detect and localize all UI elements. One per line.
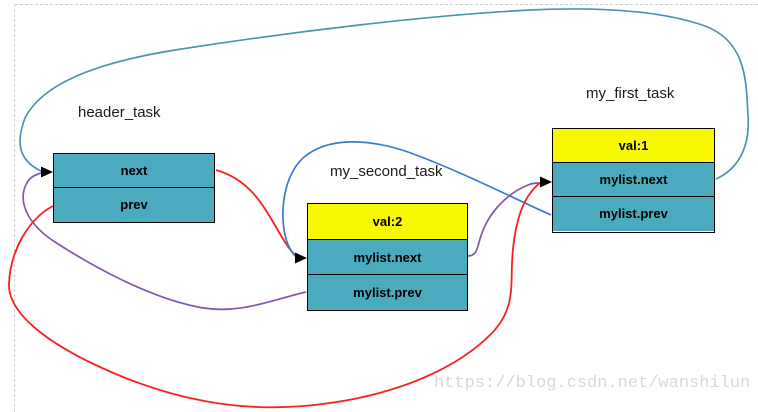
node-my-second-task: val:2 mylist.next mylist.prev bbox=[307, 203, 468, 311]
canvas-selection-border-top bbox=[15, 4, 758, 5]
node-label-my-second-task: my_second_task bbox=[330, 163, 443, 180]
cell-second-mylist-prev: mylist.prev bbox=[308, 275, 467, 310]
edge-first-next-to-header bbox=[19, 8, 750, 180]
edge-header-prev-to-first bbox=[8, 182, 541, 409]
cell-first-mylist-prev: mylist.prev bbox=[553, 197, 714, 231]
cell-header-next: next bbox=[54, 154, 214, 188]
edge-first-prev-to-second bbox=[282, 141, 552, 257]
cell-second-mylist-next: mylist.next bbox=[308, 240, 467, 275]
node-header-task: next prev bbox=[53, 153, 215, 223]
node-label-header-task: header_task bbox=[78, 104, 161, 121]
arrowhead-into-header-next bbox=[41, 166, 53, 178]
node-my-first-task: val:1 mylist.next mylist.prev bbox=[552, 128, 715, 233]
edge-second-prev-to-header bbox=[22, 172, 307, 311]
cell-first-mylist-next: mylist.next bbox=[553, 163, 714, 197]
edge-second-next-to-first bbox=[467, 182, 541, 257]
canvas-selection-border-left bbox=[14, 4, 15, 412]
cell-second-val: val:2 bbox=[308, 204, 467, 240]
cell-header-prev: prev bbox=[54, 188, 214, 222]
csdn-watermark: https://blog.csdn.net/wanshilun bbox=[434, 374, 751, 393]
node-label-my-first-task: my_first_task bbox=[586, 85, 675, 102]
arrowhead-into-second-next bbox=[295, 252, 307, 264]
cell-first-val: val:1 bbox=[553, 129, 714, 163]
arrowhead-into-first-next bbox=[540, 176, 552, 188]
